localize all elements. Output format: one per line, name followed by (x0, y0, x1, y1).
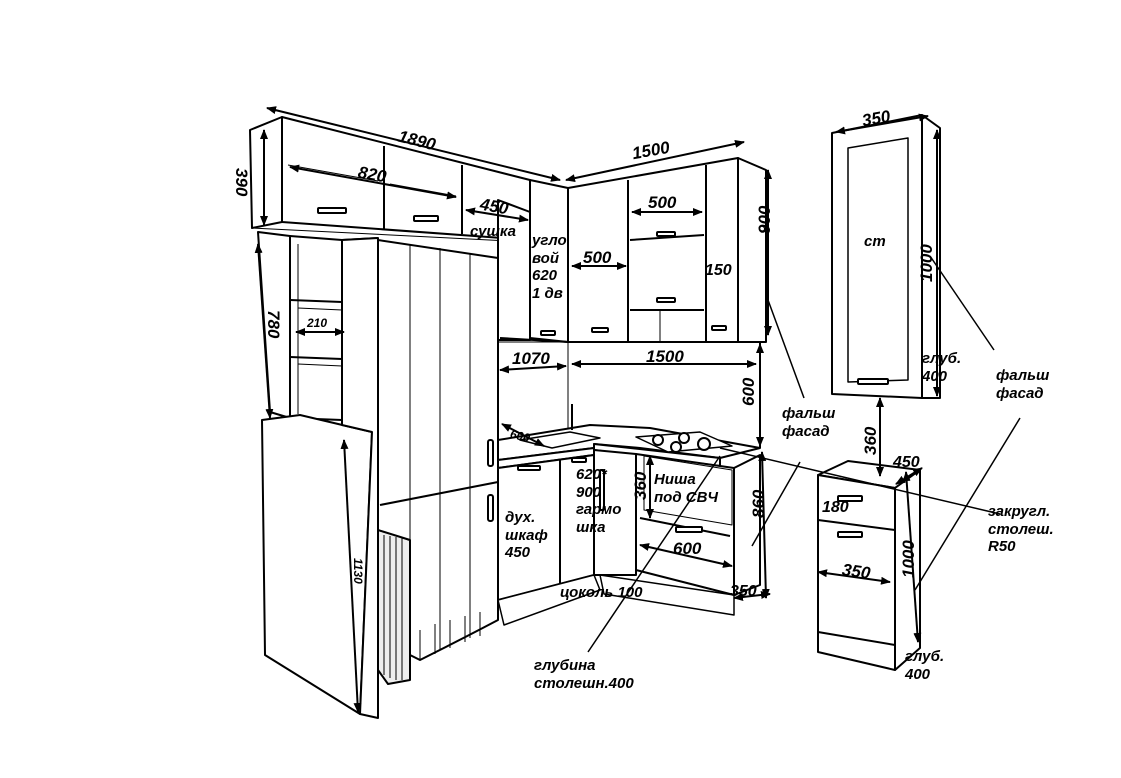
dim-small-cab-depth: 450 (893, 454, 920, 471)
handle-icon (571, 457, 587, 463)
burner-icon (670, 441, 682, 453)
handle-icon (540, 330, 556, 336)
dim-right-height: 900 (755, 205, 774, 234)
dim-right-run: 1500 (646, 347, 684, 366)
note-niche: Ниша под СВЧ (654, 471, 719, 506)
note-rounded-top: закругл. столеш. R50 (988, 503, 1054, 556)
dim-small-cab-width: 350 (840, 560, 872, 583)
note-tall-glass: ст (864, 233, 886, 250)
handle-icon (711, 325, 727, 331)
dim-tower-gap: 360 (861, 426, 880, 455)
dim-tall-tower-height: 1000 (917, 244, 936, 282)
dim-right-narrow: 150 (705, 262, 732, 279)
dim-shelf-width: 210 (307, 316, 328, 330)
refrigerator (377, 239, 499, 661)
handle-icon (837, 531, 863, 538)
handle-icon (317, 207, 347, 214)
countertop (497, 404, 761, 469)
note-corner: угло вой 620 1 дв (532, 232, 567, 303)
handle-icon (675, 526, 703, 533)
burner-icon (697, 437, 711, 451)
dim-dryer-width: 450 (478, 194, 510, 219)
note-accordion: 620* 900 гармо шка (576, 466, 622, 537)
dim-niche-height: 360 (631, 471, 650, 500)
right-upper-cabinets (567, 157, 767, 343)
dim-pencil-width: 1130 (351, 558, 365, 584)
handle-icon (591, 327, 609, 333)
dim-top-cabinet-height: 390 (232, 168, 251, 197)
note-counter-depth: глубина столешн.400 (534, 657, 634, 692)
kitchen-structure (249, 114, 941, 719)
note-base-depth: глуб. 400 (905, 648, 945, 683)
handle-icon (599, 469, 605, 511)
handle-icon (487, 439, 494, 467)
dim-shelf-height: 780 (264, 310, 283, 339)
dim-oven-width: 600 (673, 539, 702, 558)
dim-top-double-width: 820 (356, 162, 388, 187)
dim-small-cab-drawer: 180 (822, 499, 849, 516)
handle-icon (837, 495, 863, 502)
handle-icon (487, 494, 494, 522)
handle-icon (517, 465, 541, 471)
dim-left-run: 1070 (512, 349, 550, 368)
note-dryer: сушка (470, 223, 516, 240)
dim-base-height: 860 (749, 489, 768, 518)
note-false-front-1: фальш фасад (996, 367, 1050, 402)
note-plinth: цоколь 100 (560, 584, 643, 601)
dim-right-upper-cab: 500 (648, 193, 677, 212)
handle-icon (656, 231, 676, 237)
dim-small-cab-height: 1000 (899, 540, 918, 578)
leader-lines (587, 255, 1021, 653)
dim-corner-base-width: 500 (583, 248, 612, 267)
radiator (377, 529, 411, 685)
note-tower-depth: глуб. 400 (922, 350, 962, 385)
left-base-cabinets (497, 454, 601, 626)
dim-base-side: 350 (730, 583, 757, 600)
note-false-front-2: фальш фасад (782, 405, 836, 440)
burner-icon (678, 432, 690, 444)
dim-wall-gap: 600 (739, 377, 758, 406)
dim-tall-tower-width: 350 (860, 106, 892, 131)
handle-icon (413, 215, 439, 222)
burner-icon (652, 434, 664, 446)
note-oven-cabinet: дух. шкаф 450 (505, 509, 548, 562)
handle-icon (857, 378, 889, 385)
dimension-lines (254, 106, 941, 713)
handle-icon (656, 297, 676, 303)
